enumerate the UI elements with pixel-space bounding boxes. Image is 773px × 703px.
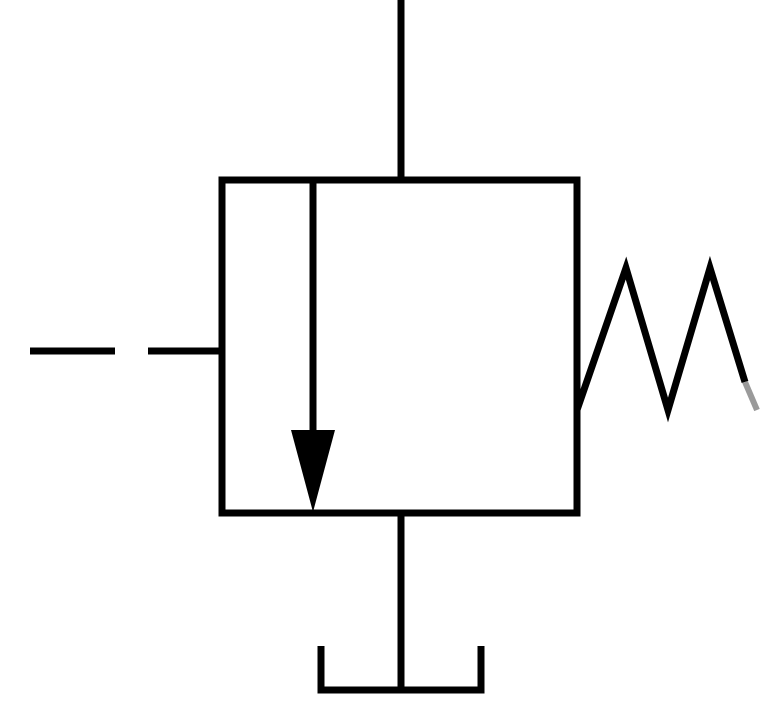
valve-envelope [218,176,581,517]
tank-icon [317,646,485,694]
spring-tail [742,380,760,412]
flow-path-arrow-head [291,430,335,512]
spring-icon [573,255,749,423]
